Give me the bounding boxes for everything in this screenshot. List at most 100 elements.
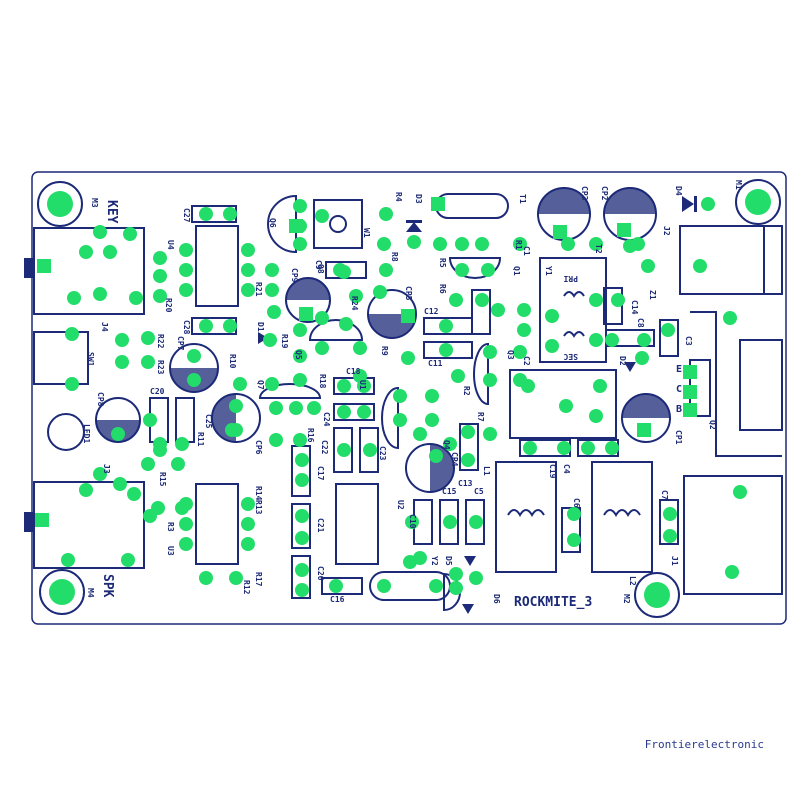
pad	[141, 457, 155, 471]
pad	[293, 323, 307, 337]
pad	[401, 351, 415, 365]
mounting-hole-m2	[634, 572, 680, 618]
pad	[449, 567, 463, 581]
square-pad	[289, 219, 303, 233]
refdes-cp7: CP7	[176, 336, 185, 351]
connector-j2-outline	[679, 225, 783, 295]
pad	[329, 579, 343, 593]
pad	[241, 243, 255, 257]
pad	[455, 237, 469, 251]
refdes-w1: W1	[362, 228, 371, 238]
pad	[127, 487, 141, 501]
label-board-name: ROCKMITE_3	[514, 595, 592, 610]
square-pad	[431, 197, 445, 211]
refdes-r11: R11	[196, 432, 205, 447]
pad	[241, 497, 255, 511]
refdes-r3: R3	[166, 522, 175, 532]
refdes-c2: C2	[522, 356, 531, 366]
refdes-c4: C4	[562, 464, 571, 474]
reference-designators: M3M1M4M2J4J3J2J1SW1LED1U1U2U3U4Q1Q2Q3Q4Q…	[82, 180, 743, 604]
refdes-c27: C27	[182, 208, 191, 223]
diode-d1-icon	[258, 332, 268, 344]
pad	[701, 197, 715, 211]
refdes-cp3: CP3	[580, 186, 589, 201]
pad	[455, 263, 469, 277]
pad	[429, 579, 443, 593]
coil-t2-sec	[563, 331, 585, 338]
pad	[483, 373, 497, 387]
pad	[641, 259, 655, 273]
pad	[663, 507, 677, 521]
pad	[521, 379, 535, 393]
pad	[723, 311, 737, 325]
refdes-r5: R5	[438, 258, 447, 268]
refdes-r21: R21	[254, 282, 263, 297]
pad	[179, 497, 193, 511]
square-pad	[683, 403, 697, 417]
pad	[439, 343, 453, 357]
pad	[593, 379, 607, 393]
cap-cp9	[285, 277, 331, 323]
pad	[559, 399, 573, 413]
refdes-c3: C3	[684, 336, 693, 346]
pad	[199, 571, 213, 585]
label-pin-e: E	[676, 364, 682, 375]
pad	[337, 265, 351, 279]
solder-pads	[35, 197, 747, 597]
refdes-q7: Q7	[256, 380, 265, 390]
label-sec: SEC	[563, 352, 578, 361]
refdes-r19: R19	[280, 334, 289, 349]
refdes-d1: D1	[256, 322, 265, 332]
mounting-hole-m1	[735, 179, 781, 225]
square-pad	[617, 223, 631, 237]
pad	[393, 413, 407, 427]
pad	[129, 291, 143, 305]
pad	[65, 327, 79, 341]
coil-t2-pri	[563, 291, 585, 298]
pad	[337, 443, 351, 457]
pad	[693, 259, 707, 273]
pad	[469, 571, 483, 585]
pad	[67, 291, 81, 305]
diode-d3-icon	[406, 222, 422, 232]
refdes-led1: LED1	[82, 424, 91, 443]
pad	[295, 531, 309, 545]
square-pad	[637, 423, 651, 437]
pad	[267, 305, 281, 319]
pad	[635, 351, 649, 365]
refdes-r10: R10	[228, 354, 237, 369]
pad	[175, 437, 189, 451]
diode-d5-icon	[464, 556, 476, 566]
refdes-y2: Y2	[430, 556, 439, 566]
coil-l2	[603, 509, 641, 517]
refdes-q4: Q4	[442, 440, 451, 450]
pad	[179, 517, 193, 531]
pad	[229, 423, 243, 437]
pad	[517, 323, 531, 337]
refdes-r4: R4	[394, 192, 403, 202]
refdes-c13: C13	[458, 479, 473, 488]
pad	[241, 283, 255, 297]
pad	[187, 373, 201, 387]
refdes-c17: C17	[316, 466, 325, 481]
pad	[233, 377, 247, 391]
pad	[379, 263, 393, 277]
refdes-q5: Q5	[294, 350, 303, 360]
pad	[557, 441, 571, 455]
pad	[241, 537, 255, 551]
label-key: KEY	[104, 200, 119, 224]
refdes-y1: Y1	[544, 266, 553, 276]
mounting-hole-m3	[37, 181, 83, 227]
pad	[229, 571, 243, 585]
pad	[513, 345, 527, 359]
cap-cp3	[537, 187, 591, 241]
pad	[377, 237, 391, 251]
pad	[265, 263, 279, 277]
pad	[611, 293, 625, 307]
refdes-d3: D3	[414, 194, 423, 204]
pad	[517, 303, 531, 317]
ic-u3-outline	[195, 483, 239, 565]
pad	[315, 341, 329, 355]
pad	[449, 581, 463, 595]
refdes-c21: C21	[316, 518, 325, 533]
